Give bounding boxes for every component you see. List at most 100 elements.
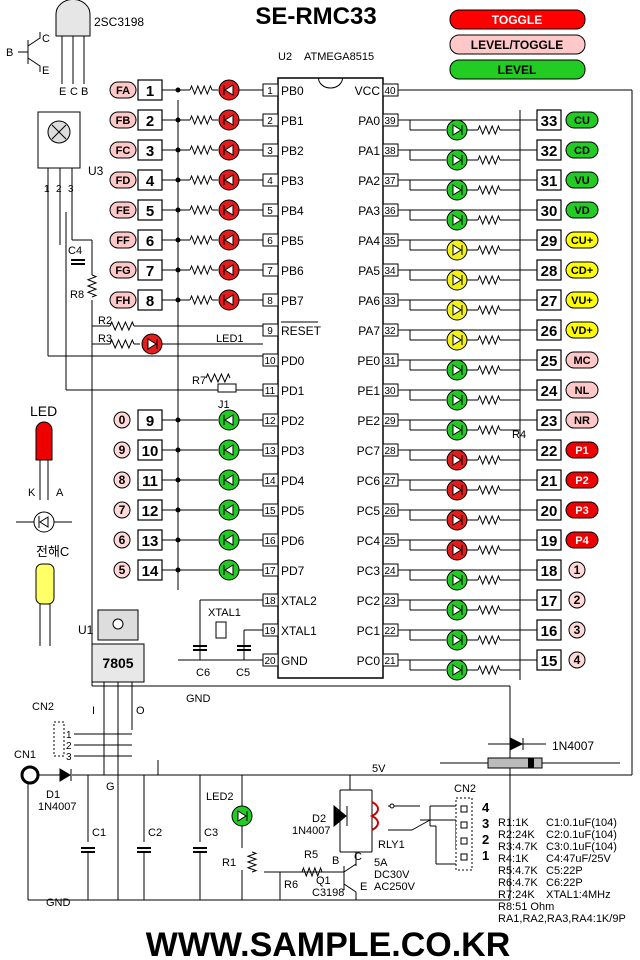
cn2-label: CN2 bbox=[32, 701, 54, 713]
mcu-pin-name: PB1 bbox=[281, 114, 304, 128]
led-symbol bbox=[223, 144, 234, 156]
led-symbol bbox=[223, 174, 234, 186]
mcu-pin-number: 22 bbox=[384, 626, 396, 637]
mcu-pin-number: 2 bbox=[267, 116, 273, 127]
mcu-pin-number: 24 bbox=[384, 566, 396, 577]
r5-label: R5 bbox=[304, 849, 318, 861]
led-symbol bbox=[223, 84, 234, 96]
mcu-pin-name: PE0 bbox=[357, 354, 380, 368]
mcu-pin-name: PC4 bbox=[357, 534, 381, 548]
led-symbol bbox=[452, 394, 463, 406]
cn2-pin-label: 2 bbox=[66, 741, 72, 752]
led-symbol bbox=[452, 514, 463, 526]
right-channel-box-text: 21 bbox=[541, 473, 558, 490]
parts-list-left: R3:4.7K bbox=[498, 841, 538, 853]
mcu-pin-name: PD0 bbox=[281, 354, 305, 368]
parts-list-left: R1:1K bbox=[498, 817, 529, 829]
led-symbol bbox=[452, 154, 463, 166]
mcu-pin-name: PD2 bbox=[281, 414, 305, 428]
mcu-pin-name: PD6 bbox=[281, 534, 305, 548]
mcu-pin-number: 3 bbox=[267, 146, 273, 157]
reg-pin-g: G bbox=[106, 781, 115, 793]
j1-label: J1 bbox=[218, 399, 230, 411]
mcu-pin-name: PC5 bbox=[357, 504, 381, 518]
right-tag-pill-text: CU bbox=[574, 115, 590, 127]
cn2-pin-label: 3 bbox=[66, 752, 72, 763]
mcu-ref: U2 bbox=[278, 51, 292, 63]
mcu-pin-number: 16 bbox=[264, 536, 276, 547]
number-circle-text: 6 bbox=[119, 533, 126, 547]
resistor bbox=[109, 338, 135, 350]
left-channel-box-text: 4 bbox=[146, 173, 155, 190]
led-symbol bbox=[452, 364, 463, 376]
left-channel-box-text: 11 bbox=[142, 473, 158, 490]
number-circle bbox=[113, 441, 131, 459]
left-channel-box bbox=[137, 169, 163, 191]
mcu-pin-name: PB2 bbox=[281, 144, 304, 158]
relay-contact bbox=[389, 803, 395, 809]
mcu-pin-number: 38 bbox=[384, 146, 396, 157]
junction-dot bbox=[175, 297, 181, 303]
resistor bbox=[246, 851, 258, 873]
resistor bbox=[477, 244, 501, 256]
regulator-hole bbox=[112, 618, 124, 630]
c3-label: C3 bbox=[204, 827, 218, 839]
left-channel-box-text: 6 bbox=[146, 233, 154, 250]
r3-label: R3 bbox=[98, 333, 112, 345]
led-symbol bbox=[223, 264, 234, 276]
q1-e-label: E bbox=[360, 881, 367, 893]
mcu-pin-name: PD5 bbox=[281, 504, 305, 518]
mcu-pin-number: 23 bbox=[384, 596, 396, 607]
cn2b-header bbox=[455, 797, 473, 871]
junction-dot bbox=[175, 237, 181, 243]
mcu-pin-name: PA5 bbox=[358, 264, 380, 278]
right-channel-box-text: 15 bbox=[541, 653, 558, 670]
right-tag-pill-text: MC bbox=[573, 355, 590, 367]
right-channel-box-text: 25 bbox=[541, 353, 558, 370]
relay-label: RLY1 bbox=[378, 839, 405, 851]
right-tag-pill-text: P1 bbox=[575, 445, 588, 457]
led-symbol bbox=[223, 474, 234, 486]
pin-number-box bbox=[382, 443, 399, 457]
mcu-pin-name: PA3 bbox=[358, 204, 380, 218]
mcu-pin-number: 13 bbox=[264, 446, 276, 457]
mcu-pin-name: PB3 bbox=[281, 174, 304, 188]
cn2b-pin-label: 3 bbox=[482, 816, 489, 831]
gnd-label-top: GND bbox=[186, 693, 211, 705]
left-channel-box bbox=[137, 409, 163, 431]
pin-number-box bbox=[382, 323, 399, 337]
resistor bbox=[477, 304, 501, 316]
pin-number-box bbox=[262, 353, 279, 367]
left-channel-box bbox=[137, 499, 163, 521]
left-tag-pill bbox=[109, 201, 137, 219]
cn2b-pin-label: 4 bbox=[482, 800, 490, 815]
electrolytic-cap-legend: 전해C bbox=[36, 544, 69, 559]
left-channel-box bbox=[137, 289, 163, 311]
right-channel-box-text: 22 bbox=[541, 443, 558, 460]
resistor bbox=[189, 264, 213, 276]
right-channel-box bbox=[536, 109, 562, 131]
resistor bbox=[189, 234, 213, 246]
regulator-name: 7805 bbox=[102, 655, 133, 671]
c6-label: C6 bbox=[196, 667, 210, 679]
led-symbol bbox=[223, 414, 234, 426]
transistor-pin-label: B bbox=[81, 86, 88, 98]
cn2b-pin-label: 1 bbox=[482, 848, 489, 863]
number-circle bbox=[113, 561, 131, 579]
pin-number-box bbox=[262, 173, 279, 187]
mcu-pin-name: PE1 bbox=[357, 384, 380, 398]
right-channel-box-text: 26 bbox=[541, 323, 558, 340]
number-circle-text: 3 bbox=[574, 623, 581, 637]
pin-number-box bbox=[262, 233, 279, 247]
right-tag-pill-text: VD bbox=[574, 205, 589, 217]
right-tag-pill-text: P3 bbox=[575, 505, 588, 517]
right-tag-pill bbox=[565, 291, 599, 309]
right-channel-box bbox=[536, 499, 562, 521]
left-channel-box bbox=[137, 469, 163, 491]
right-tag-pill bbox=[565, 381, 599, 399]
led-legend-title: LED bbox=[30, 403, 57, 419]
resistor bbox=[189, 294, 213, 306]
number-circle-text: 5 bbox=[119, 563, 126, 577]
diode-legend bbox=[509, 737, 524, 751]
